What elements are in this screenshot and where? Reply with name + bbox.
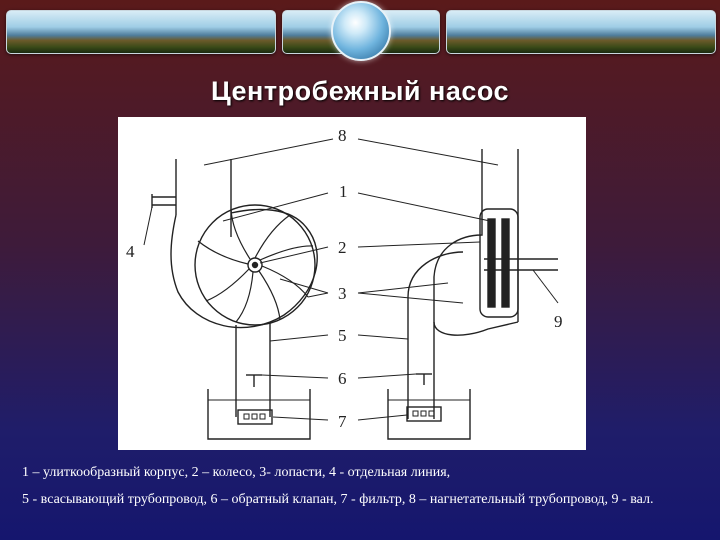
header-banner [0,0,720,61]
label-6: 6 [338,369,347,388]
globe-logo [331,1,391,61]
pump-drawing: 8 1 4 2 3 5 6 7 9 [126,126,563,440]
shaft-housing [479,208,519,318]
shaft-hub-inner [251,261,259,269]
label-5: 5 [338,326,347,345]
label-4: 4 [126,242,135,261]
volute-casing [170,208,318,329]
label-3: 3 [338,284,347,303]
filter-box-right [406,406,442,422]
impeller-blades [197,208,314,323]
label-8: 8 [338,126,347,145]
label-2: 2 [338,238,347,257]
label-1: 1 [339,182,348,201]
pump-diagram: 8 1 4 2 3 5 6 7 9 [118,117,586,450]
tank-left [207,389,311,440]
landscape-strip-right [446,10,716,54]
legend-line-1: 1 – улиткообразный корпус, 2 – колесо, 3… [22,465,451,480]
legend: 1 – улиткообразный корпус, 2 – колесо, 3… [22,462,702,510]
label-7: 7 [338,412,347,431]
tank-right [387,389,471,440]
casing-side [433,205,519,336]
impeller [194,204,316,326]
slide-title: Центробежный насос [210,76,510,106]
filter-box-left [237,409,273,425]
label-9: 9 [554,312,563,331]
legend-line-2: 5 - всасывающий трубопровод, 6 – обратны… [22,492,654,507]
landscape-strip-left [6,10,276,54]
